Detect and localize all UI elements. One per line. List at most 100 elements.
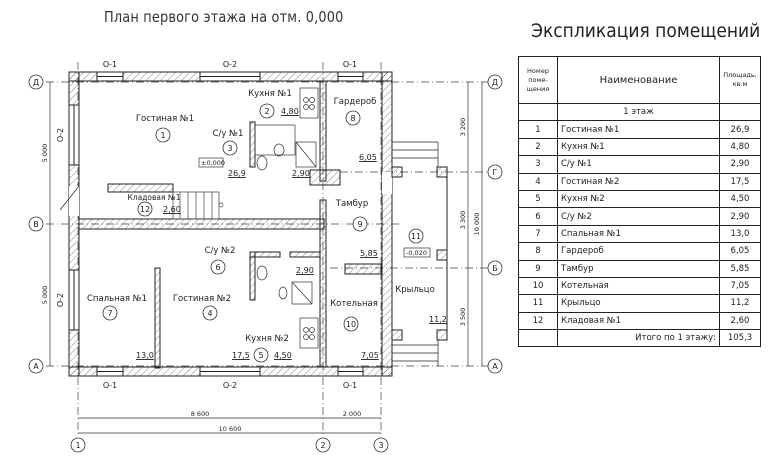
window-label: О-1	[103, 381, 117, 390]
room-name-cell: Гардероб	[557, 242, 720, 261]
table-header-row: Номер поме- щения Наименование Площадь, …	[518, 56, 761, 104]
axis-bubble-1	[70, 437, 86, 453]
axis-bubble-g	[487, 164, 503, 180]
room-area-cell: 26,9	[719, 120, 761, 139]
room-name: С/у №2	[205, 246, 236, 256]
room-area: 17,5	[232, 351, 250, 360]
room-number: 8	[350, 114, 355, 123]
header-room-number: Номер поме- щения	[518, 56, 558, 104]
room-name: Гардероб	[334, 97, 377, 107]
room-name-cell: Спальная №1	[557, 224, 720, 244]
axis-markers	[28, 74, 503, 453]
floor-row: 1 этаж	[518, 102, 761, 122]
room-number-cell: 10	[518, 276, 558, 296]
dimension-text: 2 000	[343, 410, 362, 418]
dimension-text: 8 600	[191, 410, 210, 418]
room-area: 26,9	[228, 169, 246, 178]
room-name-cell: Кухня №2	[557, 189, 720, 209]
window-label: О-2	[56, 293, 65, 307]
room-area-cell: 4,50	[719, 189, 761, 209]
room-name-cell: Тамбур	[557, 259, 720, 278]
room-name: С/у №1	[213, 129, 244, 139]
room-number-bubble	[253, 347, 269, 363]
room-number-bubble	[343, 316, 359, 332]
level-mark: -0,020	[406, 249, 427, 257]
interior-stair	[172, 191, 224, 220]
room-area: 13,0	[136, 351, 154, 360]
room-name-cell: С/у №1	[557, 155, 720, 174]
axis-bubble-v	[28, 216, 44, 232]
room-number: 9	[357, 220, 362, 229]
room-number-bubble	[345, 110, 361, 126]
room-number: 6	[215, 263, 220, 272]
room-number-cell: 4	[518, 172, 558, 191]
room-number-cell: 12	[518, 311, 558, 331]
window-label: О-2	[223, 60, 237, 69]
dimension-text: 3 300	[459, 211, 467, 230]
axis-label-b: Б	[492, 264, 498, 273]
room-area-cell: 2,90	[719, 207, 761, 226]
room-area: 4,80	[281, 107, 299, 116]
axis-bubble-d	[28, 74, 44, 90]
window-label: О-1	[343, 381, 357, 390]
dimension-text: 5 000	[41, 286, 49, 305]
room-number: 3	[227, 144, 232, 153]
room-number: 5	[258, 351, 263, 360]
room-name: Крыльцо	[395, 285, 435, 295]
room-number-cell: 8	[518, 242, 558, 261]
room-area: 7,05	[361, 351, 379, 360]
room-area: 2,60	[163, 205, 181, 214]
room-name: Гостиная №1	[136, 114, 194, 124]
axis-bubble-2	[315, 437, 331, 453]
room-area: 2,90	[292, 169, 310, 178]
room-area-cell: 6,05	[719, 242, 761, 261]
axis-label-d: Д	[33, 78, 39, 87]
room-name: Котельная	[330, 299, 378, 309]
room-area-cell: 4,80	[719, 137, 761, 157]
room-number: 7	[107, 309, 112, 318]
room-number: 10	[346, 320, 356, 329]
room-name-cell: Кладовая №1	[557, 311, 720, 331]
room-number: 12	[140, 205, 150, 214]
room-name-cell: Крыльцо	[557, 294, 720, 313]
axis-bubble-b	[487, 260, 503, 276]
axis-label-d-right: Д	[492, 78, 498, 87]
room-number-cell: 11	[518, 294, 558, 313]
exterior-walls	[59, 71, 393, 377]
dimension-text: 3 500	[459, 308, 467, 327]
room-name: Кухня №2	[245, 334, 289, 344]
room-number-bubble	[102, 305, 118, 321]
room-number-bubble	[137, 201, 153, 217]
window-label: О-2	[223, 381, 237, 390]
room-number-bubble	[202, 305, 218, 321]
room-area: 2,90	[296, 266, 314, 275]
dimension-text: 5 000	[41, 144, 49, 163]
axis-label-g: Г	[493, 168, 498, 177]
total-row: Итого по 1 этажу: 105,3	[518, 329, 761, 348]
room-area-cell: 2,60	[719, 311, 761, 331]
room-area-cell: 13,0	[719, 224, 761, 244]
floor-label: 1 этаж	[557, 102, 720, 122]
header-room-area: Площадь, кв.м	[719, 56, 761, 104]
room-number: 2	[264, 107, 269, 116]
room-area: 6,05	[359, 153, 377, 162]
axis-label-a: А	[33, 362, 39, 371]
room-name-cell: С/у №2	[557, 207, 720, 226]
room-number-cell: 3	[518, 155, 558, 174]
room-area-cell: 2,90	[719, 155, 761, 174]
room-name: Кладовая №1	[128, 193, 181, 202]
room-name-cell: Кухня №1	[557, 137, 720, 157]
total-label: Итого по 1 этажу:	[557, 329, 720, 348]
room-area-cell: 11,2	[719, 294, 761, 313]
plan-title: План первого этажа на отм. 0,000	[104, 8, 344, 26]
interior-walls	[78, 80, 382, 369]
